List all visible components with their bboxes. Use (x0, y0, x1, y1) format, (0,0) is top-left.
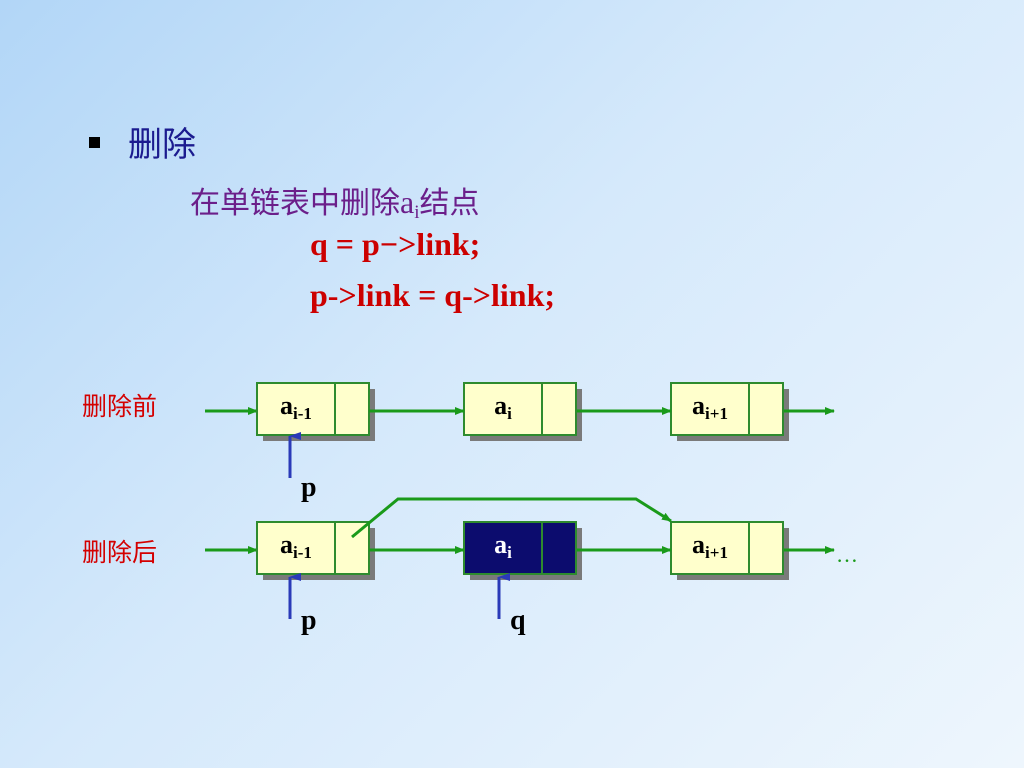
row-label-before: 删除前 (82, 392, 158, 421)
pointer-label-q: q (510, 605, 526, 636)
list-node (256, 382, 370, 436)
bullet-square (89, 137, 100, 148)
trailing-ellipsis: … (836, 542, 858, 567)
subtitle-var: ai (400, 184, 420, 223)
list-node (256, 521, 370, 575)
node-label: ai+1 (692, 530, 728, 562)
node-label: ai+1 (692, 391, 728, 423)
subtitle-suffix: 结点 (419, 186, 480, 221)
subtitle: 在单链表中删除ai结点 (190, 178, 479, 224)
code-line-2: p->link = q->link; (310, 277, 556, 313)
row-label-after: 删除后 (82, 538, 158, 567)
code-line-1: q = p−>link; (310, 226, 481, 262)
subtitle-prefix: 在单链表中删除 (190, 186, 400, 221)
node-label: ai-1 (280, 530, 312, 562)
bypass-link-arrow (351, 497, 672, 539)
pointer-label-p: p (301, 472, 317, 503)
node-label: ai (494, 391, 512, 423)
node-label: ai (494, 530, 512, 562)
pointer-label-p: p (301, 605, 317, 636)
section-title: 删除 (128, 125, 196, 165)
node-label: ai-1 (280, 391, 312, 423)
list-node (670, 382, 784, 436)
